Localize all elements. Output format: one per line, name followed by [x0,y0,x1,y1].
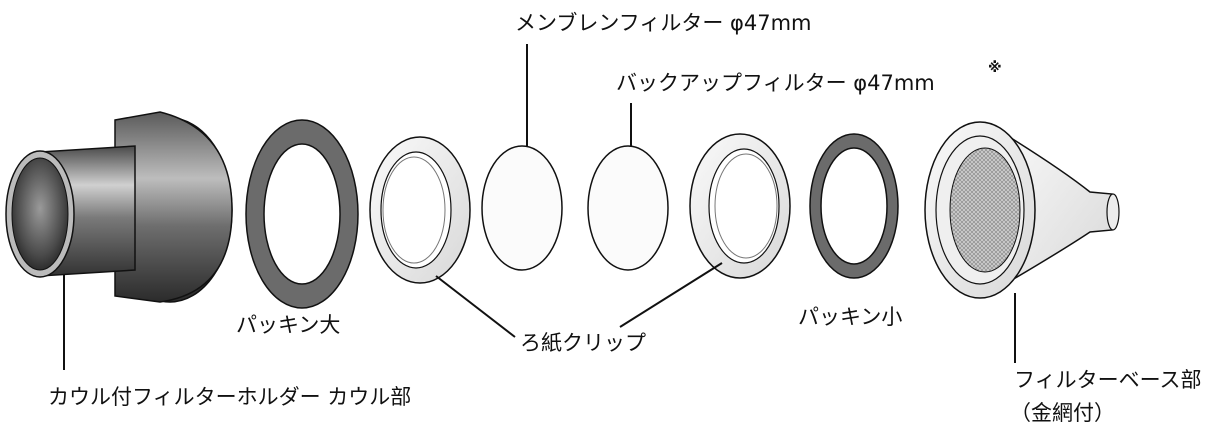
paper-clip-label: ろ紙クリップ [520,331,646,355]
paper-clip-right [689,133,791,279]
filter-base-label: フィルターベース部 [1014,368,1202,392]
filter-base-note: （金網付） [1010,401,1115,425]
backup-filter-label: バックアップフィルター φ47mm [616,71,935,95]
cowl-part [5,111,233,303]
leader-lines [63,44,1016,370]
paper-clip-left [369,136,471,284]
cowl-part-label: カウル付フィルターホルダー カウル部 [48,385,412,409]
membrane-filter-label: メンブレンフィルター φ47mm [515,11,812,35]
gasket-small [809,133,899,279]
gasket-large-label: パッキン大 [236,313,341,337]
asterisk-note-mark: ※ [988,60,1002,76]
gasket-large [245,119,359,309]
gasket-small-label: パッキン小 [798,305,903,329]
membrane-filter-disc [481,145,563,271]
backup-filter-disc [587,145,669,271]
filter-base [924,121,1120,299]
